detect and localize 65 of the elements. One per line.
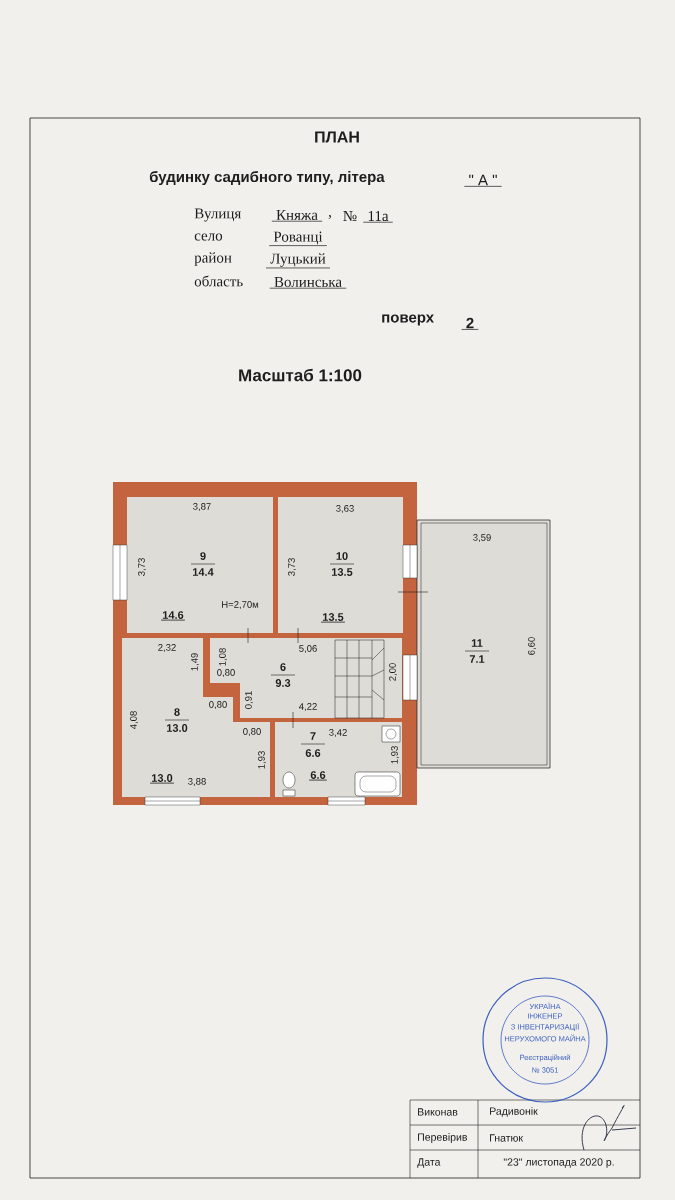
dimension-label: 3,87 xyxy=(193,503,211,511)
field-value: Луцький xyxy=(265,253,331,269)
dimension-label: 5,06 xyxy=(299,645,317,653)
number-sign: № xyxy=(343,211,357,221)
dimension-label: 0,80 xyxy=(209,701,227,709)
room-area: 6.6 xyxy=(305,749,321,757)
area-label: 13.0 xyxy=(149,774,175,784)
table-cell: Виконав xyxy=(418,1108,458,1116)
room-number: 11 xyxy=(464,639,490,652)
room-number: 6 xyxy=(270,663,296,676)
dimension-label: 3,73 xyxy=(288,558,296,576)
dimension-label: 4,08 xyxy=(130,711,138,730)
room xyxy=(416,519,551,769)
room-area: 13.5 xyxy=(332,568,353,576)
dimension-label: 1,93 xyxy=(391,746,399,764)
field-label: область xyxy=(194,275,243,287)
dimension-label: 0,80 xyxy=(217,669,235,677)
scale-label: Масштаб 1:100 xyxy=(239,368,362,382)
field-value: Княжа xyxy=(271,210,323,222)
field-value: Волинська xyxy=(269,277,347,289)
room-number: 8 xyxy=(164,708,190,721)
field-label: Вулиця xyxy=(194,208,241,222)
field-label: село xyxy=(194,233,223,241)
dimension-label: 0,80 xyxy=(243,728,261,736)
dimension-label: 0,91 xyxy=(245,691,253,709)
field-value: 11а xyxy=(362,211,394,223)
dimension-label: 1,08 xyxy=(219,648,227,666)
area-label: 14.6 xyxy=(160,611,186,621)
room xyxy=(278,497,403,633)
table-cell: "23" листопада 2020 р. xyxy=(503,1158,614,1168)
field-value: Рованці xyxy=(268,231,328,246)
room-number: 9 xyxy=(190,552,216,565)
area-label: 6.6 xyxy=(308,771,328,781)
table-cell: Гнатюк xyxy=(490,1134,524,1142)
dimension-label: 3,63 xyxy=(336,505,354,513)
room-number: 10 xyxy=(329,552,355,565)
subtitle: будинку садибного типу, літера xyxy=(149,170,385,186)
dimension-label: 3,88 xyxy=(188,778,206,786)
room xyxy=(122,638,270,797)
table-cell: Перевірив xyxy=(418,1133,467,1143)
table-cell: Дата xyxy=(417,1158,441,1168)
room-area: 13.0 xyxy=(167,724,188,732)
dimension-label: 1,49 xyxy=(191,653,199,671)
title: ПЛАН xyxy=(315,131,359,143)
floor-value: 2 xyxy=(461,317,479,330)
room xyxy=(127,497,273,633)
dimension-label: 1,93 xyxy=(258,751,266,769)
floor-label: поверх xyxy=(382,314,434,326)
dimension-label: 6,60 xyxy=(528,637,536,655)
dimension-label: H=2,70м xyxy=(222,601,259,609)
room-area: 7.1 xyxy=(469,655,485,663)
letter-value: " А " xyxy=(463,174,503,187)
dimension-label: 3,59 xyxy=(473,534,491,542)
area-label: 13.5 xyxy=(320,613,346,623)
stamp xyxy=(482,977,608,1103)
dimension-label: 3,42 xyxy=(329,729,347,737)
room-number: 7 xyxy=(300,732,326,745)
dimension-label: 4,22 xyxy=(299,703,317,711)
dimension-label: 2,32 xyxy=(158,644,176,652)
dimension-label: 2,00 xyxy=(389,663,397,681)
room-area: 14.4 xyxy=(193,568,214,576)
separator: , xyxy=(328,215,331,219)
field-label: район xyxy=(194,252,232,266)
dimension-label: 3,73 xyxy=(138,558,146,576)
room-area: 9.3 xyxy=(275,679,291,687)
